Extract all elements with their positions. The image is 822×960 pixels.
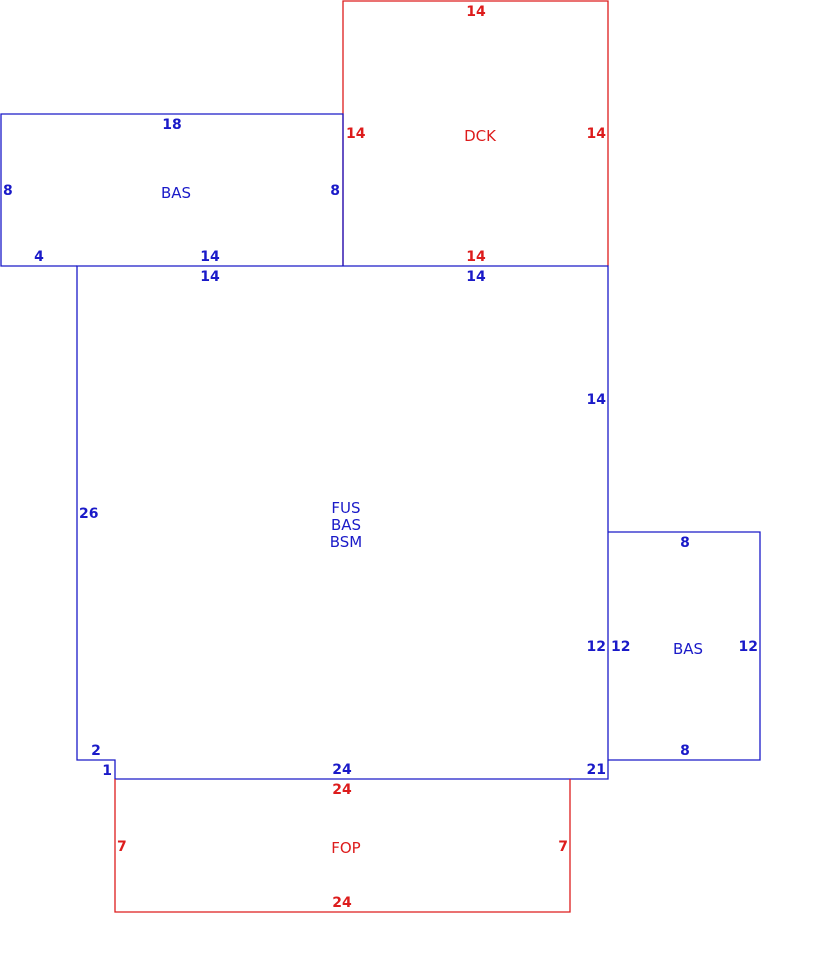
dck-area-code: DCK [464, 127, 497, 145]
main-area-code-3: BSM [330, 533, 363, 551]
main-bottom-dim: 24 [332, 762, 352, 778]
bas-left-bottom-left-dim: 4 [34, 249, 44, 265]
main-top-right-dim: 14 [466, 269, 486, 285]
fop-top-dim: 24 [332, 782, 352, 798]
bas-right-outline [608, 531, 761, 761]
fop-outline [114, 779, 571, 913]
dck-right-dim: 14 [587, 126, 607, 142]
dck-bottom-dim: 14 [466, 249, 486, 265]
bas-right-area: 8 12 12 8 BAS [608, 531, 761, 761]
main-top-left-dim: 14 [200, 269, 220, 285]
bas-left-area-code: BAS [161, 184, 191, 202]
fop-bottom-dim: 24 [332, 895, 352, 911]
main-step-vertical-dim: 1 [102, 763, 112, 779]
fop-right-dim: 7 [558, 839, 568, 855]
main-area-code-1: FUS [331, 499, 360, 517]
bas-left-bottom-right-dim: 14 [200, 249, 220, 265]
bas-left-right-dim: 8 [330, 183, 340, 199]
fop-area: 24 7 7 24 FOP [114, 779, 571, 913]
main-right-upper-dim: 14 [587, 392, 607, 408]
main-step-horizontal-dim: 2 [91, 743, 101, 759]
bas-left-outline [0, 113, 344, 267]
bas-right-right-dim: 12 [739, 639, 758, 655]
dck-left-dim: 14 [346, 126, 366, 142]
fop-left-dim: 7 [117, 839, 127, 855]
bas-right-top-dim: 8 [680, 535, 690, 551]
bas-left-area: 18 8 8 4 14 BAS [0, 113, 344, 267]
main-right-lower-dim: 12 [587, 639, 606, 655]
main-left-dim: 26 [79, 506, 98, 522]
bas-right-area-code: BAS [673, 640, 703, 658]
bas-left-top-dim: 18 [162, 117, 181, 133]
bas-right-left-dim: 12 [611, 639, 630, 655]
main-area: 14 14 14 26 12 2 1 24 21 FUS BAS BSM [76, 265, 609, 780]
main-area-code-2: BAS [331, 516, 361, 534]
bas-right-bottom-dim: 8 [680, 743, 690, 759]
bas-left-left-dim: 8 [3, 183, 13, 199]
dck-area: 14 14 14 14 DCK [342, 0, 609, 266]
dck-top-dim: 14 [466, 4, 486, 20]
main-right-total-dim: 21 [587, 762, 606, 778]
fop-area-code: FOP [331, 839, 360, 857]
